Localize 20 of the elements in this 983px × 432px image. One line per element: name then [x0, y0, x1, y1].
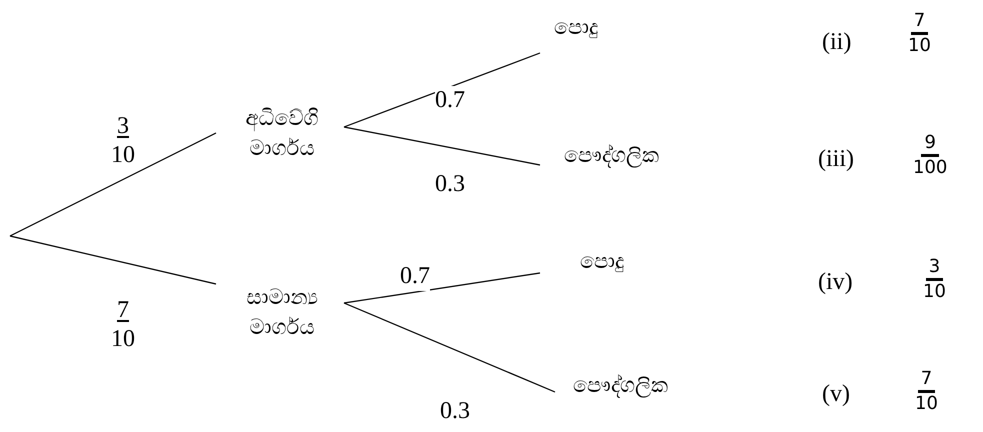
branch-outcome-label: පොදු: [540, 246, 650, 290]
tree-branch: [10, 235, 216, 285]
tree-branch: [10, 132, 216, 237]
branch-outcome-label: පෞද්ගලික: [540, 140, 690, 184]
branch-outcome-label: පොදු: [540, 12, 630, 56]
branch-outcome-label: අධිවේගි මාර්ගය: [216, 103, 344, 167]
tree-branch: [344, 272, 540, 304]
question-number: (iii): [818, 145, 854, 174]
tree-branch: [344, 52, 540, 128]
question-number: (iv): [818, 268, 853, 297]
branch-outcome-label: සාමාන්‍ය මාර්ගය: [216, 282, 344, 346]
answer-fraction: 3 10: [922, 256, 947, 302]
answer-fraction: 7 10: [907, 10, 932, 56]
branch-outcome-label: පෞද්ගලික: [555, 370, 695, 414]
answer-fraction: 9 100: [912, 132, 948, 178]
question-number: (ii): [822, 28, 852, 57]
question-number: (v): [822, 380, 850, 409]
tree-branch: [344, 126, 540, 166]
tree-branch: [344, 302, 556, 393]
answer-fraction: 7 10: [914, 368, 939, 414]
